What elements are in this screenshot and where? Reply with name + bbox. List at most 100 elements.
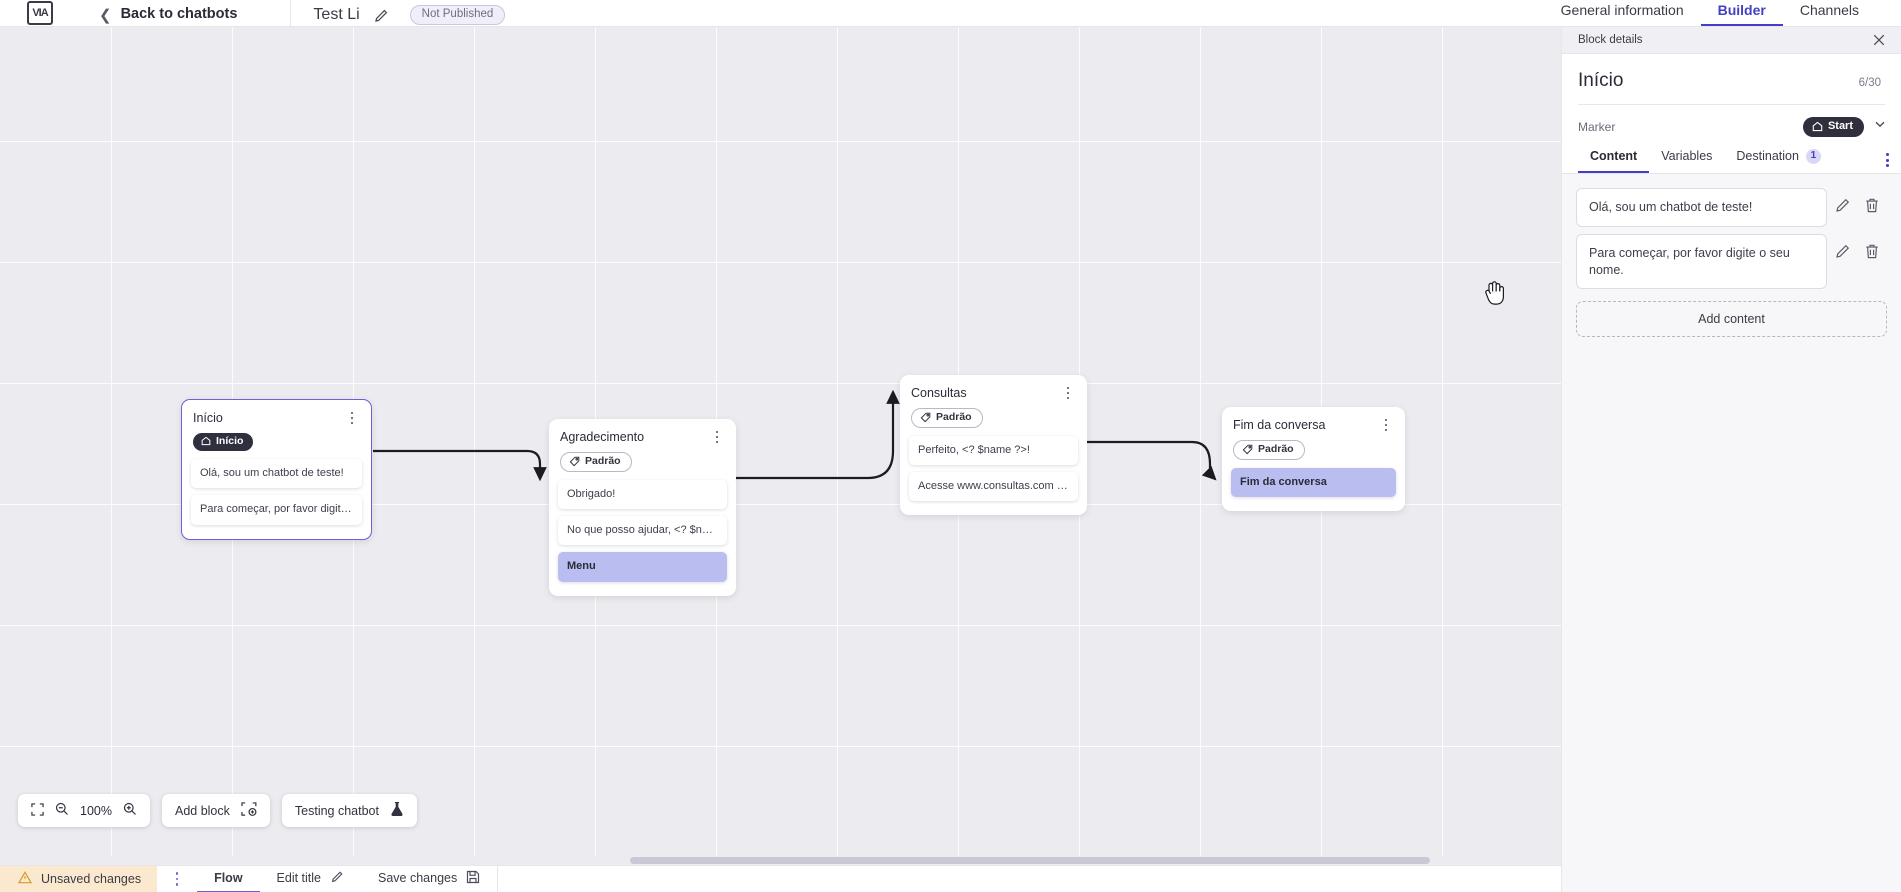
unsaved-changes-status: Unsaved changes	[0, 865, 158, 892]
node-message[interactable]: Obrigado!	[558, 480, 727, 510]
canvas-toolbar: 100% Add block Testing chatbot	[18, 794, 417, 827]
app-logo-icon[interactable]: VIA	[27, 1, 53, 25]
bottom-divider	[497, 865, 499, 892]
add-block-icon	[241, 801, 257, 820]
zoom-controls: 100%	[18, 794, 150, 827]
top-tabs: General information Builder Channels	[1544, 1, 1901, 26]
zoom-out-icon[interactable]	[55, 802, 69, 819]
tag-icon	[569, 456, 580, 467]
tab-channels[interactable]: Channels	[1799, 1, 1859, 18]
node-menu-icon[interactable]	[710, 429, 724, 445]
edge-consultas-fim	[1084, 440, 1212, 474]
panel-body: Início 6/30 Marker Start	[1562, 54, 1901, 174]
save-disk-icon	[466, 870, 480, 887]
node-menu-icon[interactable]	[1379, 417, 1393, 433]
panel-tab-variables[interactable]: Variables	[1649, 149, 1724, 173]
node-message-highlight[interactable]: Fim da conversa	[1231, 468, 1396, 498]
panel-tab-content[interactable]: Content	[1578, 148, 1650, 173]
node-tag-row: Padrão	[549, 445, 736, 480]
node-tag-padrao[interactable]: Padrão	[560, 452, 632, 472]
flow-node-inicio[interactable]: Início Início Olá, sou um chatbot de tes…	[181, 399, 372, 540]
edit-pencil-icon[interactable]	[373, 8, 389, 24]
publish-status-badge: Not Published	[409, 4, 506, 25]
marker-value: Start	[1827, 119, 1853, 132]
content-list: Olá, sou um chatbot de teste! Para começ…	[1562, 174, 1901, 290]
add-content-button[interactable]: Add content	[1576, 301, 1887, 338]
scrollbar-thumb[interactable]	[630, 857, 1430, 864]
flow-canvas[interactable]: Início Início Olá, sou um chatbot de tes…	[0, 27, 1561, 865]
document-title: Test Li	[313, 6, 360, 24]
node-message[interactable]: No que posso ajudar, <? $name ...	[558, 516, 727, 546]
flow-node-fim-da-conversa[interactable]: Fim da conversa Padrão Fim da conversa	[1222, 407, 1405, 512]
edge-inicio-agradecimento	[373, 449, 542, 472]
close-icon[interactable]	[1871, 32, 1887, 48]
delete-trash-icon[interactable]	[1857, 188, 1887, 224]
edit-pencil-icon[interactable]	[1827, 234, 1857, 270]
chevron-down-icon[interactable]	[1873, 117, 1887, 136]
edge-arrow-3	[1201, 465, 1217, 481]
add-block-label: Add block	[174, 803, 230, 818]
flask-icon	[390, 801, 404, 820]
node-title: Consultas	[911, 386, 967, 400]
bottom-bar: Unsaved changes Flow Edit title Save cha…	[0, 865, 1561, 892]
tag-icon	[1242, 444, 1253, 455]
node-tag-padrao[interactable]: Padrão	[1233, 440, 1305, 460]
node-tag-padrao[interactable]: Padrão	[911, 408, 983, 428]
destination-count-badge: 1	[1805, 148, 1821, 164]
node-message[interactable]: Acesse www.consultas.com par...	[909, 472, 1078, 502]
node-message-highlight[interactable]: Menu	[558, 552, 727, 582]
node-tag-label: Padrão	[585, 455, 621, 468]
node-tag-row: Padrão	[900, 401, 1087, 436]
add-block-button[interactable]: Add block	[161, 794, 270, 827]
home-icon	[1812, 121, 1823, 131]
content-item: Para começar, por favor digite o seu nom…	[1576, 233, 1887, 290]
zoom-in-icon[interactable]	[123, 802, 137, 819]
tab-builder[interactable]: Builder	[1700, 2, 1783, 26]
edit-pencil-icon[interactable]	[1827, 188, 1857, 224]
tag-icon	[920, 412, 931, 423]
node-menu-icon[interactable]	[1061, 385, 1075, 401]
node-header: Consultas	[900, 375, 1087, 401]
panel-tabs-menu-icon[interactable]	[1886, 153, 1889, 167]
edit-title-label: Edit title	[276, 871, 322, 885]
document-title-group: Test Li	[313, 6, 388, 26]
tab-general-information[interactable]: General information	[1560, 1, 1684, 18]
flow-node-agradecimento[interactable]: Agradecimento Padrão Obrigado! No que po…	[549, 419, 736, 596]
node-tag-label: Início	[216, 435, 244, 447]
node-tag-start[interactable]: Início	[193, 433, 254, 451]
bottom-menu-icon[interactable]	[167, 872, 187, 886]
panel-tab-label: Content	[1590, 148, 1638, 163]
top-bar: VIA ❮ Back to chatbots Test Li Not Publi…	[0, 0, 1901, 27]
marker-row: Marker Start	[1562, 105, 1901, 137]
node-message[interactable]: Perfeito, <? $name ?>!	[909, 436, 1078, 466]
node-tag-label: Padrão	[936, 411, 972, 424]
testing-chatbot-button[interactable]: Testing chatbot	[281, 794, 417, 827]
top-divider	[290, 0, 292, 26]
edge-agradecimento-consultas	[736, 400, 895, 480]
save-changes-button[interactable]: Save changes	[361, 866, 497, 892]
panel-title: Início	[1578, 70, 1624, 91]
warning-icon	[17, 871, 33, 887]
node-message[interactable]: Olá, sou um chatbot de teste!	[191, 459, 362, 489]
fit-screen-icon[interactable]	[31, 802, 44, 819]
node-title: Fim da conversa	[1233, 418, 1326, 432]
node-tag-row: Início	[182, 426, 371, 459]
node-tag-label: Padrão	[1258, 443, 1294, 456]
block-details-panel: Block details Início 6/30 Marker Start	[1561, 27, 1901, 892]
edit-title-button[interactable]: Edit title	[260, 866, 361, 892]
delete-trash-icon[interactable]	[1857, 234, 1887, 270]
canvas-horizontal-scrollbar[interactable]	[0, 856, 1561, 865]
panel-header-label: Block details	[1578, 34, 1643, 46]
marker-start-pill[interactable]: Start	[1802, 116, 1864, 137]
node-tag-row: Padrão	[1222, 433, 1405, 468]
node-menu-icon[interactable]	[345, 410, 359, 426]
node-header: Agradecimento	[549, 419, 736, 445]
panel-tab-label: Variables	[1661, 148, 1713, 163]
content-text[interactable]: Olá, sou um chatbot de teste!	[1576, 187, 1827, 227]
bottom-tab-flow[interactable]: Flow	[197, 866, 260, 892]
content-text[interactable]: Para começar, por favor digite o seu nom…	[1576, 233, 1827, 290]
flow-node-consultas[interactable]: Consultas Padrão Perfeito, <? $name ?>! …	[900, 375, 1087, 516]
back-to-chatbots-button[interactable]: ❮ Back to chatbots	[99, 6, 237, 26]
node-message[interactable]: Para começar, por favor digite o ...	[191, 495, 362, 525]
panel-tab-destination[interactable]: Destination 1	[1724, 148, 1833, 173]
